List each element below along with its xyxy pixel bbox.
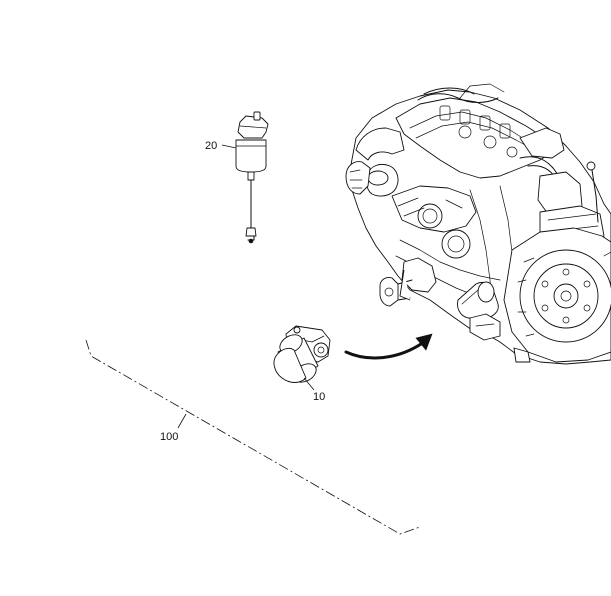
install-direction-arrow (344, 333, 433, 360)
leader-line-10 (303, 377, 315, 391)
leader-line-20 (221, 144, 237, 149)
engine-assembly (345, 83, 611, 365)
callout-20: 20 (205, 140, 217, 152)
callout-10: 10 (313, 391, 325, 403)
kit-boundary (85, 339, 421, 535)
callout-100: 100 (160, 431, 178, 443)
oil-filter-assembly (273, 325, 331, 383)
fuel-filter-assembly (235, 111, 269, 244)
leader-line-100 (177, 413, 187, 429)
mounted-oil-filter (457, 281, 499, 319)
